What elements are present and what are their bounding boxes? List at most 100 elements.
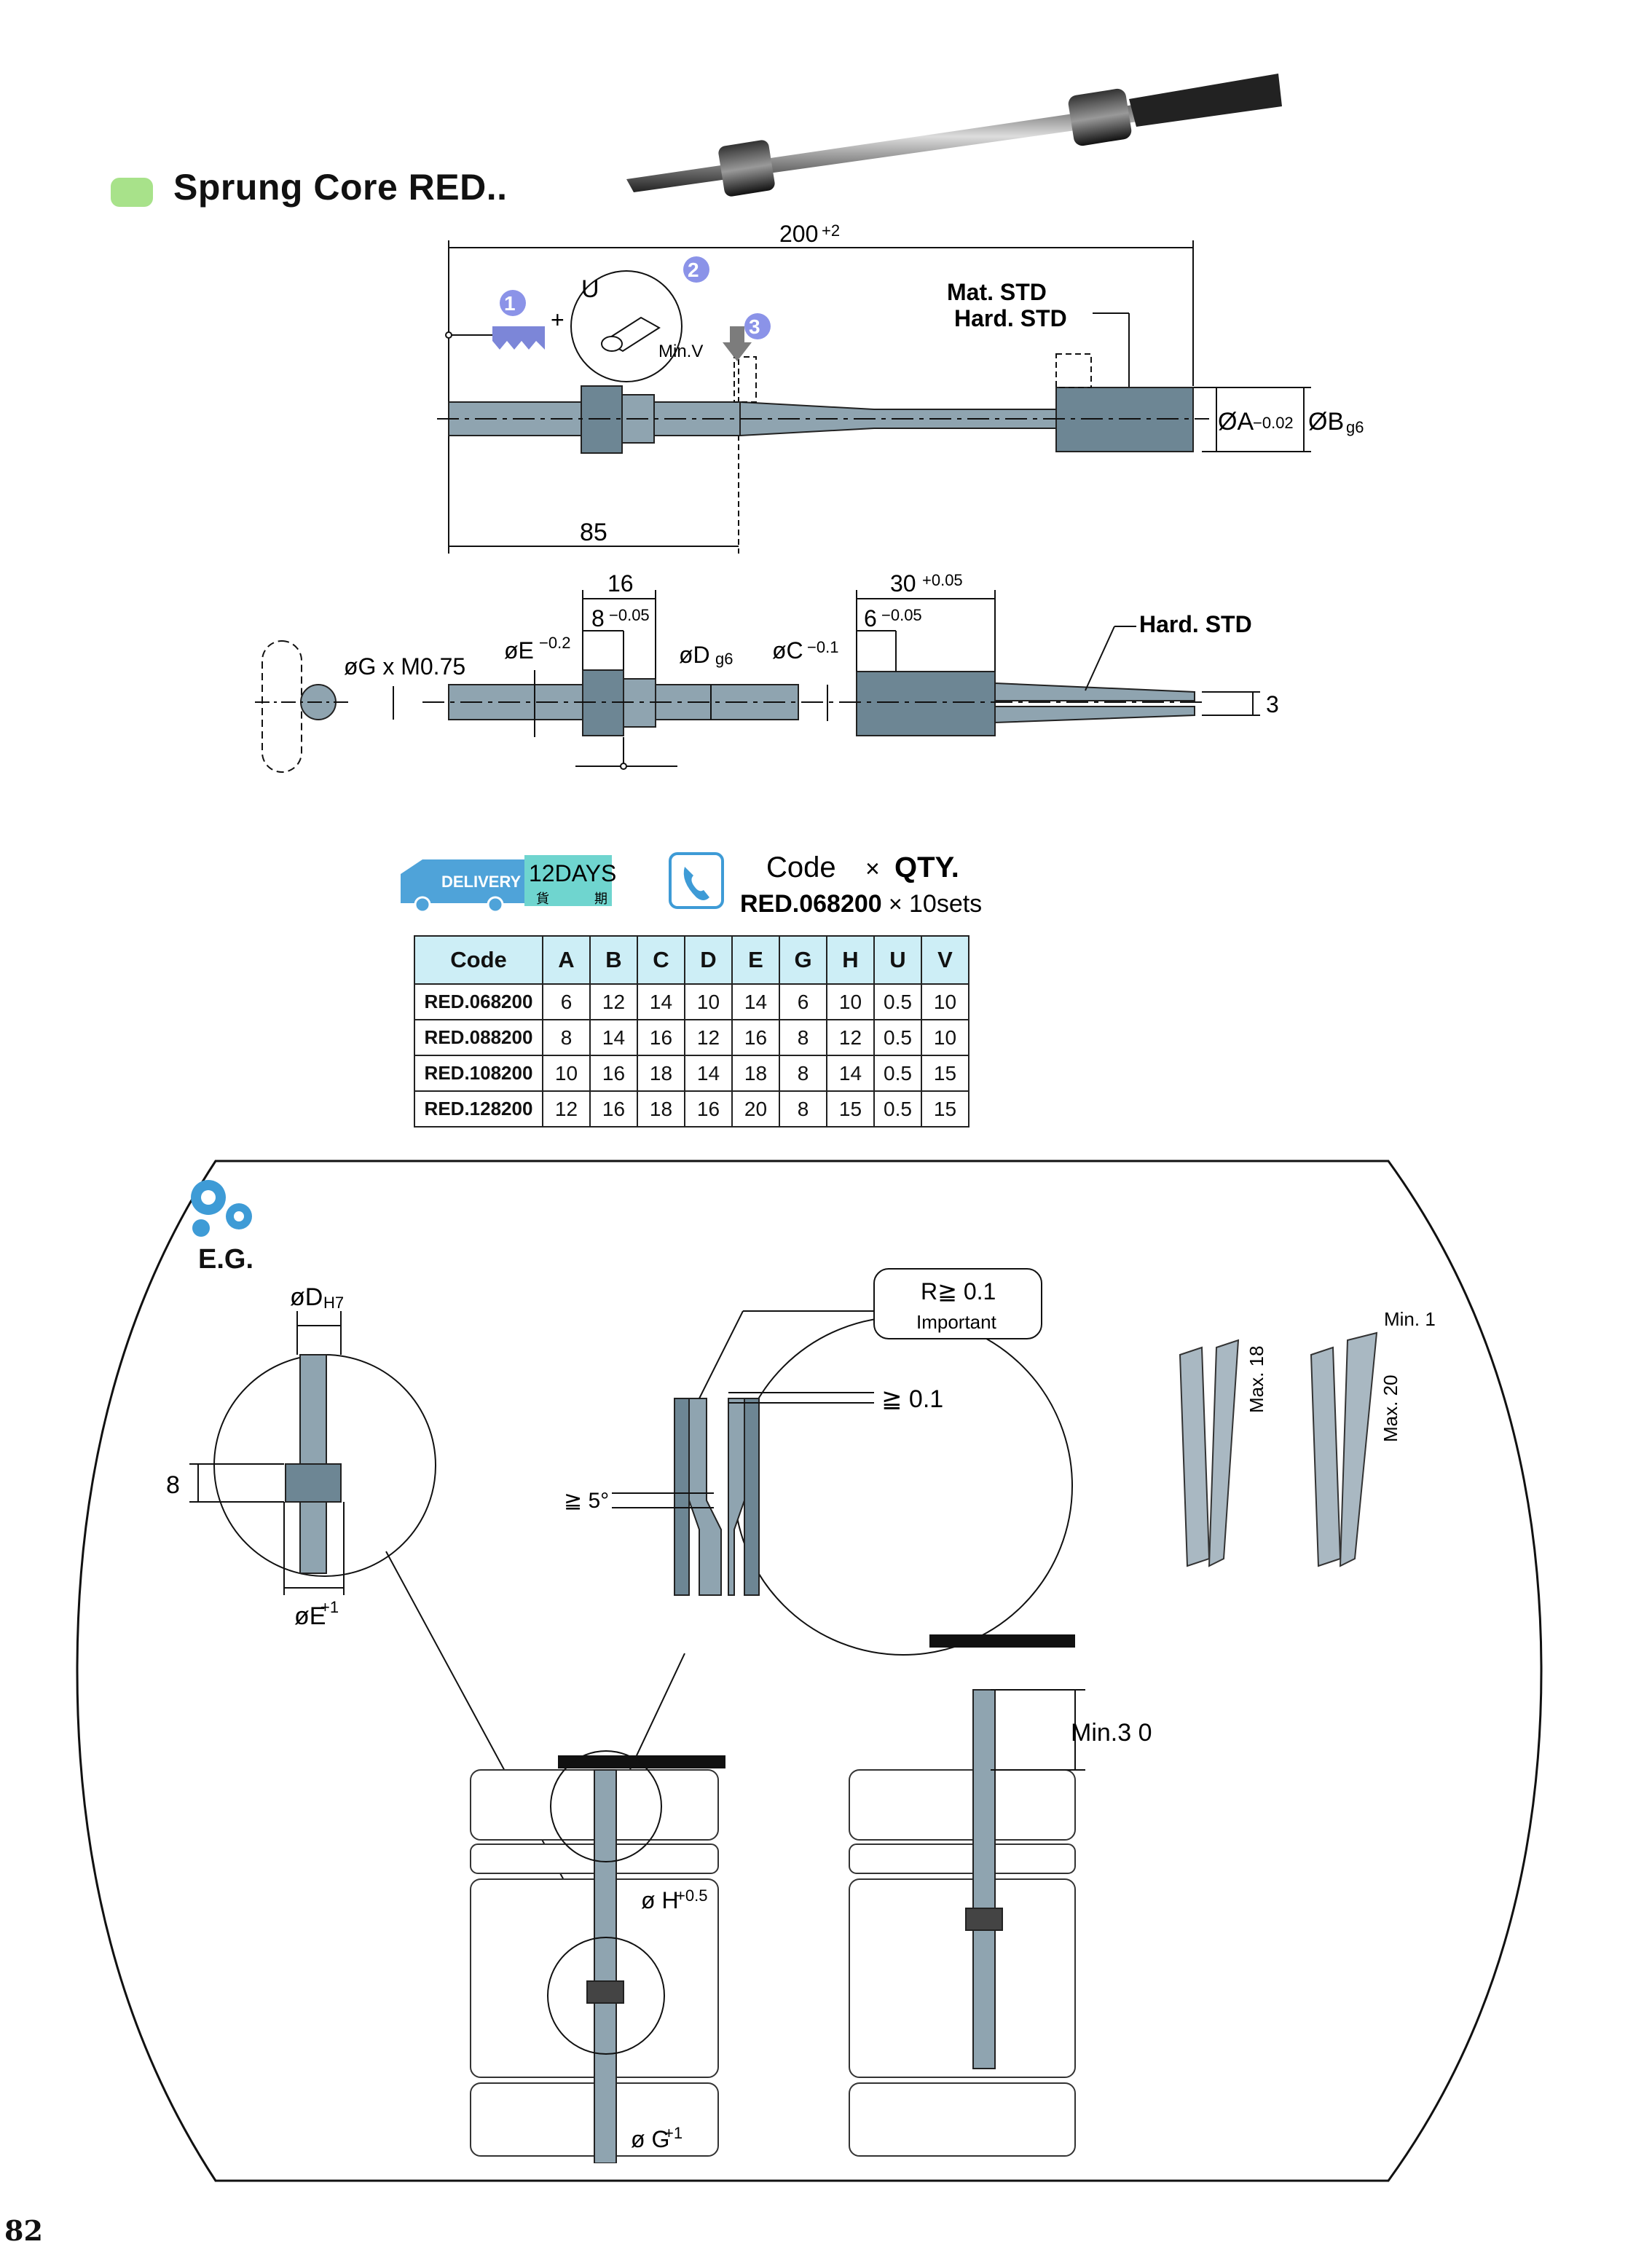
th-g: G (779, 935, 827, 985)
cell: 12 (826, 1019, 875, 1056)
material-line2: Hard. STD (954, 305, 1067, 331)
example-code: RED.068200 (740, 890, 882, 918)
dim-a-tol: −0.02 (1253, 414, 1294, 432)
cell: 15 (826, 1090, 875, 1128)
th-code: Code (414, 935, 543, 985)
dim-3: 3 (1266, 691, 1279, 717)
gear-icon-tiny (192, 1219, 210, 1237)
cell: 16 (637, 1019, 685, 1056)
eg-dim-e-tol: +1 (320, 1598, 339, 1616)
table-row: RED.068200 6 12 14 10 14 6 10 0.5 10 (414, 983, 969, 1020)
callout-2-icon (683, 256, 709, 283)
dim-d-tol: g6 (715, 650, 733, 668)
phone-icon (669, 852, 724, 909)
cell: 8 (779, 1090, 827, 1128)
dim-overall: 200 (779, 221, 818, 247)
delivery-truck-icon (401, 859, 524, 903)
th-e: E (731, 935, 780, 985)
callout-r-box (873, 1268, 1042, 1339)
cell: 10 (921, 983, 969, 1020)
dim-overall-tol: +2 (822, 221, 840, 240)
dim-6: 6 (864, 605, 877, 631)
dim-30-tol: +0.05 (922, 571, 963, 589)
dim-16: 16 (607, 570, 634, 597)
cell-code: RED.088200 (414, 1019, 543, 1056)
cell: 14 (637, 983, 685, 1020)
cell: 10 (921, 1019, 969, 1056)
cell: 8 (779, 1019, 827, 1056)
callout-1: 1 (504, 292, 516, 315)
callout-2: 2 (688, 259, 699, 281)
drawing-top: 1 2 3 + U Min.V 200 +2 85 Mat. STD Hard.… (437, 221, 1364, 554)
eg-dim-h: ø H (641, 1887, 679, 1913)
dim-8-tol: −0.05 (609, 606, 650, 624)
eg-label: E.G. (198, 1244, 254, 1275)
drawing-bottom: 16 8 −0.05 30 +0.05 6 −0.05 Hard. STD øE… (255, 570, 1279, 773)
cell: 16 (589, 1055, 638, 1092)
product-collar (1068, 88, 1132, 146)
dim-e-tol: −0.2 (539, 634, 570, 652)
cell: 14 (731, 983, 780, 1020)
cell: 10 (542, 1055, 591, 1092)
label-min-v: Min.V (658, 342, 703, 361)
cell: 10 (684, 983, 733, 1020)
eg-dim-min30: Min.3 0 (1071, 1719, 1152, 1747)
cell: 12 (684, 1019, 733, 1056)
cell: 0.5 (873, 1055, 922, 1092)
plus-sign: + (551, 307, 565, 333)
cell: 14 (826, 1055, 875, 1092)
days-sub1: 貨 (536, 892, 549, 906)
callout-3-icon (744, 313, 771, 339)
cell: 15 (921, 1055, 969, 1092)
eg-frame (76, 1160, 1543, 2182)
table-row: RED.128200 12 16 18 16 20 8 15 0.5 15 (414, 1090, 969, 1128)
th-h: H (826, 935, 875, 985)
cell: 20 (731, 1090, 780, 1128)
eg-dim-min1: Min. 1 (1384, 1308, 1436, 1330)
qty-label: QTY. (894, 851, 959, 884)
cell: 16 (684, 1090, 733, 1128)
dim-e: øE (504, 637, 534, 664)
callout-1-icon (500, 290, 526, 316)
cell-code: RED.108200 (414, 1055, 543, 1092)
dim-b-tol: g6 (1346, 418, 1364, 436)
th-b: B (589, 935, 638, 985)
cell: 16 (731, 1019, 780, 1056)
cell: 6 (779, 983, 827, 1020)
cell: 15 (921, 1090, 969, 1128)
cell: 8 (542, 1019, 591, 1056)
eg-drawings: øD H7 8 øE +1 R≧ 0.1 Important ≧ 0.1 ≧ 5… (166, 1268, 1436, 2163)
page-number: 82 (4, 2214, 43, 2247)
days-badge (524, 855, 612, 906)
down-arrow-icon (723, 326, 752, 361)
eg-dim-d-tol: H7 (323, 1294, 344, 1312)
rod-head-2 (856, 671, 996, 736)
delivery-label: DELIVERY (441, 873, 522, 891)
cell: 18 (637, 1055, 685, 1092)
dim-30: 30 (890, 570, 916, 597)
dim-c-tol: −0.1 (807, 638, 838, 656)
eg-callout-important: Important (916, 1311, 997, 1333)
example-qty: 10sets (909, 890, 982, 918)
th-d: D (684, 935, 733, 985)
dim-g: øG x M0.75 (344, 653, 465, 680)
dim-a: ØA (1218, 408, 1254, 436)
eg-dim-max20: Max. 20 (1380, 1375, 1401, 1443)
eg-dim-g: ø G (631, 2126, 669, 2152)
hard-label: Hard. STD (1139, 611, 1252, 637)
eg-dim-h-tol: +0.5 (676, 1886, 707, 1905)
eg-dim-e: øE (294, 1602, 326, 1630)
table-row: RED.088200 8 14 16 12 16 8 12 0.5 10 (414, 1019, 969, 1056)
cell: 10 (826, 983, 875, 1020)
spec-table: Code A B C D E G H U V RED.068200 6 12 1… (414, 935, 969, 1128)
th-u: U (873, 935, 922, 985)
times-2: × (889, 891, 902, 917)
press-plate-left (558, 1755, 725, 1768)
cell: 0.5 (873, 983, 922, 1020)
label-u: U (581, 275, 599, 303)
eg-callout-r: R≧ 0.1 (921, 1278, 996, 1304)
eg-dim-g-tol: +1 (664, 2124, 683, 2142)
eg-dim-01: ≧ 0.1 (881, 1385, 943, 1413)
table-row: RED.108200 10 16 18 14 18 8 14 0.5 15 (414, 1055, 969, 1092)
page-title: Sprung Core RED.. (173, 167, 508, 208)
